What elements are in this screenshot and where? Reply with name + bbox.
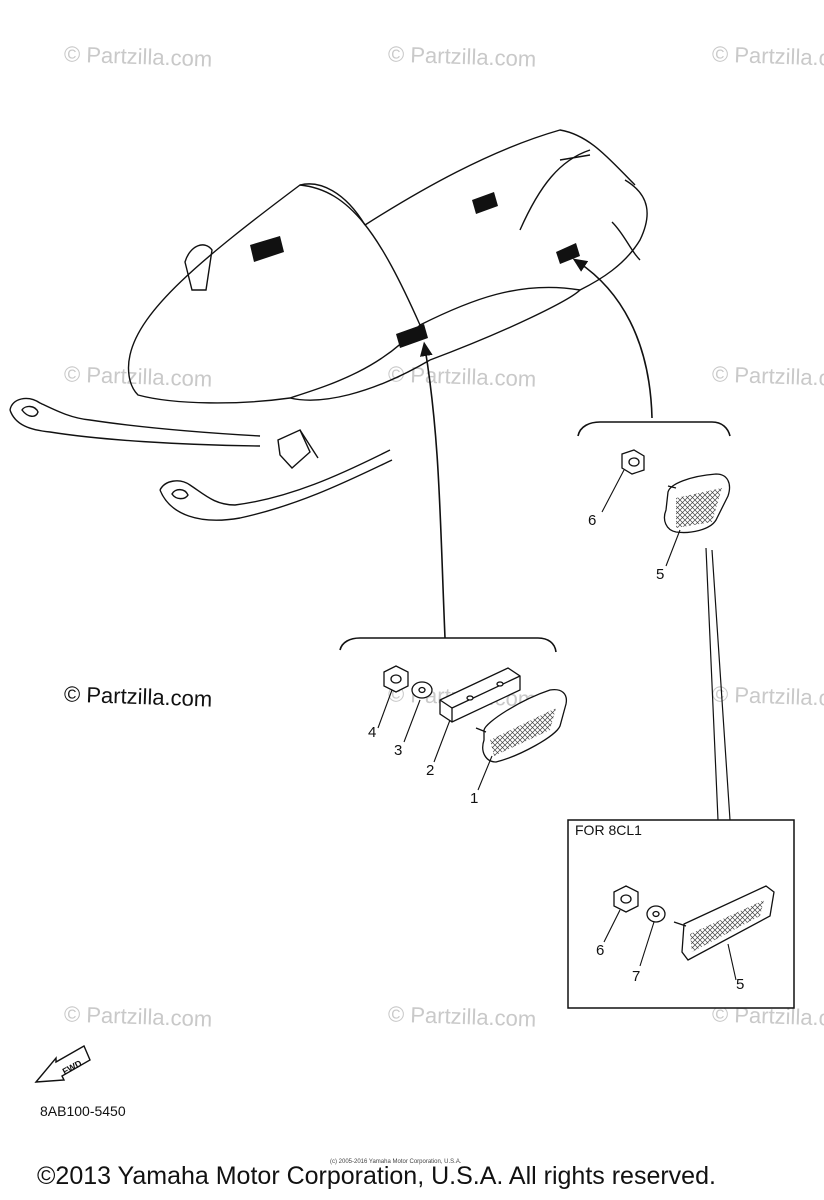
- leader-arrow-front: [419, 341, 446, 639]
- leader-to-inset: [705, 547, 731, 821]
- callout-number: 7: [632, 968, 641, 985]
- bracket-rear-group: [577, 421, 731, 437]
- washer-part-7: [646, 905, 666, 923]
- callout-leaders: [377, 469, 737, 981]
- callout-number: 5: [736, 976, 745, 993]
- inset-box: [567, 819, 795, 1009]
- nut-part-4: [383, 665, 409, 693]
- fine-print: (c) 2005-2016 Yamaha Motor Corporation, …: [330, 1159, 462, 1165]
- partzilla-copyright: © Partzilla.com: [63, 681, 213, 712]
- callout-number: 4: [368, 724, 377, 741]
- fwd-arrow-icon: [34, 1045, 91, 1083]
- reflector-patches: [250, 192, 580, 348]
- reflector-part-5-inset: [673, 885, 775, 961]
- callout-number: 6: [588, 512, 597, 529]
- callout-number: 1: [470, 790, 479, 807]
- bracket-front-group: [339, 637, 557, 653]
- plate-part-2: [439, 667, 521, 723]
- snowmobile-outline: [9, 129, 648, 521]
- nut-part-6-inset: [613, 885, 639, 913]
- callout-number: 3: [394, 742, 403, 759]
- inset-label: FOR 8CL1: [575, 822, 642, 838]
- reflector-part-1: [475, 688, 568, 763]
- callout-number: 6: [596, 942, 605, 959]
- footer-copyright: ©2013 Yamaha Motor Corporation, U.S.A. A…: [37, 1162, 716, 1190]
- diagram-code: 8AB100-5450: [40, 1103, 126, 1119]
- callout-number: 5: [656, 566, 665, 583]
- nut-part-6: [621, 449, 645, 475]
- reflector-part-5: [663, 473, 731, 534]
- leader-arrow-rear: [572, 258, 653, 419]
- callout-number: 2: [426, 762, 435, 779]
- washer-part-3: [411, 681, 433, 699]
